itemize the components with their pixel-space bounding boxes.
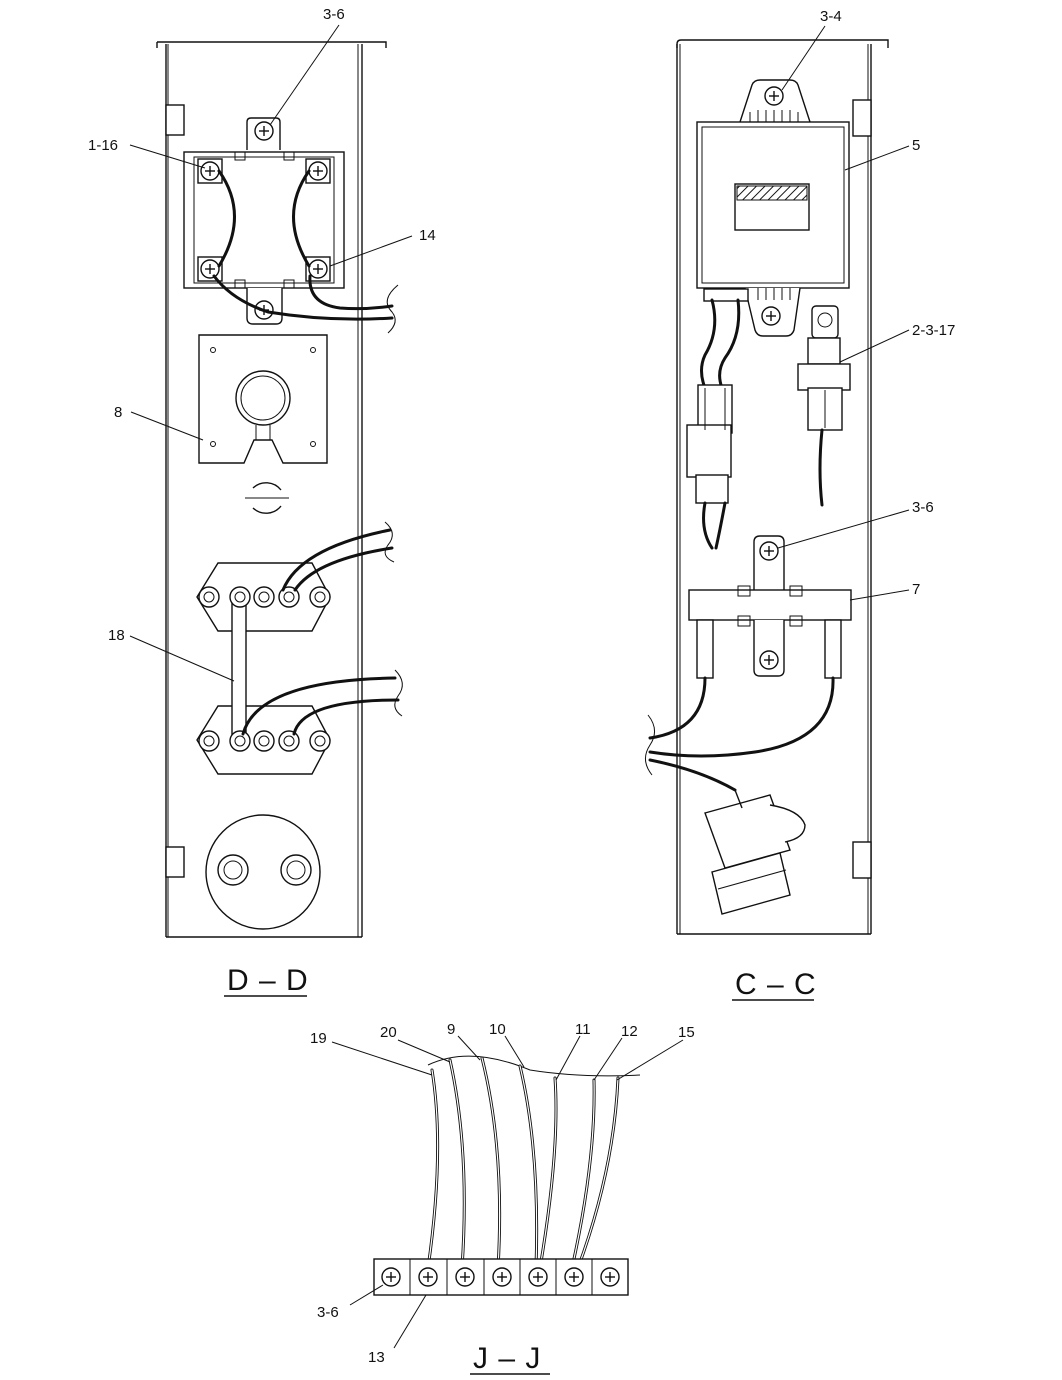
grommet xyxy=(245,482,289,514)
callouts-c-c xyxy=(777,25,910,601)
callout-5: 5 xyxy=(912,137,920,154)
callouts-d-d xyxy=(129,24,413,682)
terminal-blocks-18 xyxy=(196,521,403,775)
callout-10: 10 xyxy=(489,1021,506,1038)
callout-19: 19 xyxy=(310,1030,327,1047)
callouts-j-j xyxy=(331,1035,684,1349)
callout-20: 20 xyxy=(380,1024,397,1041)
callout-11: 11 xyxy=(575,1021,591,1038)
view-title-c-c: C – C xyxy=(735,968,817,1001)
view-j-j: 19 20 9 10 11 12 15 3-6 13 J – J xyxy=(310,1021,695,1375)
callout-1-16: 1-16 xyxy=(88,137,118,154)
view-title-d-d: D – D xyxy=(227,964,309,997)
callout-15: 15 xyxy=(678,1024,695,1041)
callout-3-6-jj: 3-6 xyxy=(317,1304,339,1321)
panel-frame-d xyxy=(156,41,387,938)
terminal-strip-13 xyxy=(373,1258,629,1296)
callout-12: 12 xyxy=(621,1023,638,1040)
callout-18: 18 xyxy=(108,627,125,644)
callout-3-6-dd: 3-6 xyxy=(323,6,345,23)
callout-7: 7 xyxy=(912,581,920,598)
control-unit-5 xyxy=(696,79,850,337)
harness-connector xyxy=(686,298,741,550)
callout-13: 13 xyxy=(368,1349,385,1366)
callout-9: 9 xyxy=(447,1021,455,1038)
relay-module-14 xyxy=(183,117,399,334)
panel-frame-c xyxy=(676,39,889,935)
callout-8: 8 xyxy=(114,404,122,421)
callout-14: 14 xyxy=(419,227,436,244)
view-title-j-j: J – J xyxy=(473,1342,541,1375)
wire-bundle xyxy=(426,1055,641,1270)
callout-2-3-17: 2-3-17 xyxy=(912,322,955,339)
relay-2-3-17 xyxy=(797,305,851,507)
callout-3-4: 3-4 xyxy=(820,8,842,25)
round-receptacle xyxy=(205,814,321,930)
view-c-c: 3-4 5 2-3-17 3-6 7 C – C xyxy=(645,8,955,1001)
plate-8 xyxy=(198,334,328,464)
fuse-holder-7 xyxy=(645,535,852,776)
view-d-d: 3-6 1-16 14 8 18 D – D xyxy=(88,6,436,997)
plug-connector xyxy=(648,758,806,915)
callout-3-6-cc: 3-6 xyxy=(912,499,934,516)
